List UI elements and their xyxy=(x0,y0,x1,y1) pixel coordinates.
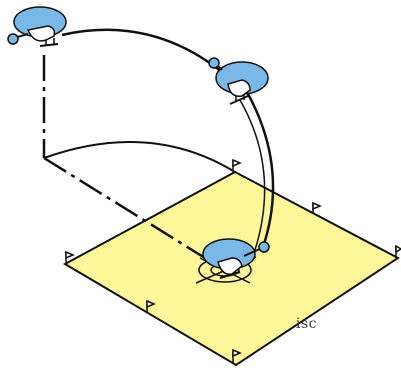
helicopter-icon xyxy=(208,57,269,105)
flag-icon xyxy=(395,244,401,258)
helicopter-icon xyxy=(7,6,67,47)
flight-path-lower-inner xyxy=(239,99,266,251)
helicopter-icon xyxy=(202,238,270,279)
flag-icon xyxy=(232,158,242,172)
flag-icon xyxy=(232,348,242,363)
flag-icon xyxy=(65,250,75,264)
edge-caption-fragment: isc xyxy=(296,316,318,332)
ground-projection-arc xyxy=(43,141,236,173)
ground-track-line xyxy=(43,156,206,260)
flight-path-lower xyxy=(245,91,275,251)
flag-icon xyxy=(146,299,156,313)
flag-icon xyxy=(312,201,322,213)
flight-path-upper xyxy=(61,28,223,73)
